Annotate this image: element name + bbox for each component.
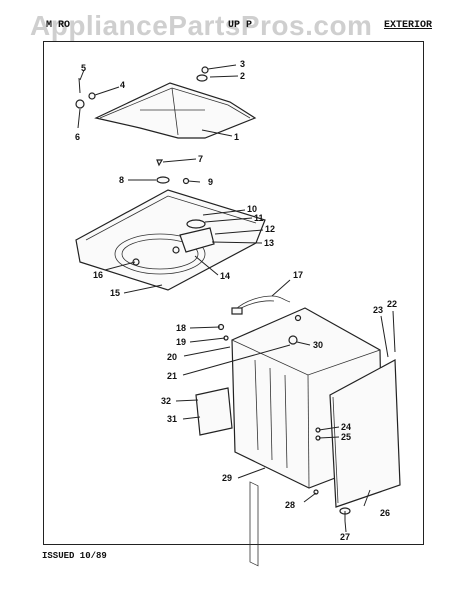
callout-8: 8 [119, 175, 124, 185]
header-group: UP P [228, 20, 253, 31]
callout-1: 1 [234, 132, 239, 142]
rear-access-panel [195, 387, 233, 436]
callout-28: 28 [285, 500, 295, 510]
callout-3: 3 [240, 59, 245, 69]
callout-10: 10 [247, 204, 257, 214]
power-cord [231, 295, 291, 315]
issued-date: ISSUED 10/89 [42, 551, 107, 561]
header-section-title: EXTERIOR [384, 20, 433, 31]
callout-15: 15 [110, 288, 120, 298]
callout-23: 23 [373, 305, 383, 315]
callout-4: 4 [120, 80, 125, 90]
top-hardware [75, 66, 209, 185]
header-model: M RO [46, 20, 71, 31]
callouts: 1 2 3 4 5 6 7 8 9 10 11 12 13 14 15 16 1… [75, 59, 397, 542]
callout-29: 29 [222, 473, 232, 483]
callout-24: 24 [341, 422, 351, 432]
callout-17: 17 [293, 270, 303, 280]
callout-26: 26 [380, 508, 390, 518]
callout-14: 14 [220, 271, 230, 281]
callout-19: 19 [176, 337, 186, 347]
diagram-frame [43, 41, 424, 545]
callout-20: 20 [167, 352, 177, 362]
callout-21: 21 [167, 371, 177, 381]
callout-13: 13 [264, 238, 274, 248]
callout-12: 12 [265, 224, 275, 234]
side-panel [329, 359, 401, 508]
top-lid [94, 82, 257, 139]
callout-27: 27 [340, 532, 350, 542]
callout-25: 25 [341, 432, 351, 442]
leader-lines [77, 64, 396, 533]
callout-31: 31 [167, 414, 177, 424]
callout-30: 30 [313, 340, 323, 350]
callout-22: 22 [387, 299, 397, 309]
watermark: AppliancePartsPros.com [30, 10, 373, 41]
callout-32: 32 [161, 396, 171, 406]
callout-7: 7 [198, 154, 203, 164]
top-cover [75, 189, 266, 291]
callout-18: 18 [176, 323, 186, 333]
callout-11: 11 [254, 213, 264, 223]
callout-2: 2 [240, 71, 245, 81]
callout-5: 5 [81, 63, 86, 73]
callout-16: 16 [93, 270, 103, 280]
callout-6: 6 [75, 132, 80, 142]
callout-9: 9 [208, 177, 213, 187]
